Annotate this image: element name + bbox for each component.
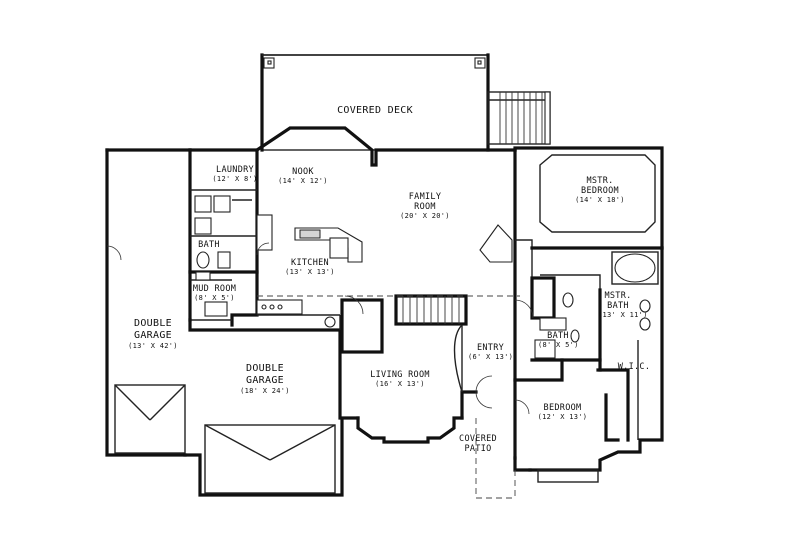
label-family-room: FAMILY ROOM (20' X 20')	[400, 192, 450, 220]
label-bedroom: BEDROOM (12' X 13')	[537, 403, 588, 421]
label-laundry: LAUNDRY (12' X 8')	[212, 165, 258, 183]
covered-deck-structure	[260, 53, 490, 152]
exterior-walls	[105, 126, 664, 499]
label-master-bedroom: MSTR. BEDROOM (14' X 18')	[575, 176, 625, 204]
label-wic: W.I.C.	[617, 362, 651, 372]
label-bath: BATH	[198, 240, 220, 250]
label-mud-room: MUD ROOM (8' X 5')	[192, 284, 237, 302]
label-master-bath: MSTR. BATH (13' X 11')	[598, 291, 648, 319]
label-covered-patio: COVERED PATIO	[459, 434, 497, 454]
label-entry: ENTRY (6' X 13')	[468, 343, 514, 361]
label-double-garage-left: DOUBLE GARAGE (13' X 42')	[128, 318, 178, 350]
label-double-garage-center: DOUBLE GARAGE (18' X 24')	[240, 363, 290, 395]
label-bath-2: BATH (8' X 5')	[538, 331, 579, 349]
label-living-room: LIVING ROOM (16' X 13')	[370, 370, 430, 388]
label-nook: NOOK (14' X 12')	[278, 167, 328, 185]
label-covered-deck: COVERED DECK	[337, 105, 413, 116]
label-kitchen: KITCHEN (13' X 13')	[285, 258, 335, 276]
deck-stairs	[487, 91, 551, 145]
fixtures	[194, 154, 659, 415]
